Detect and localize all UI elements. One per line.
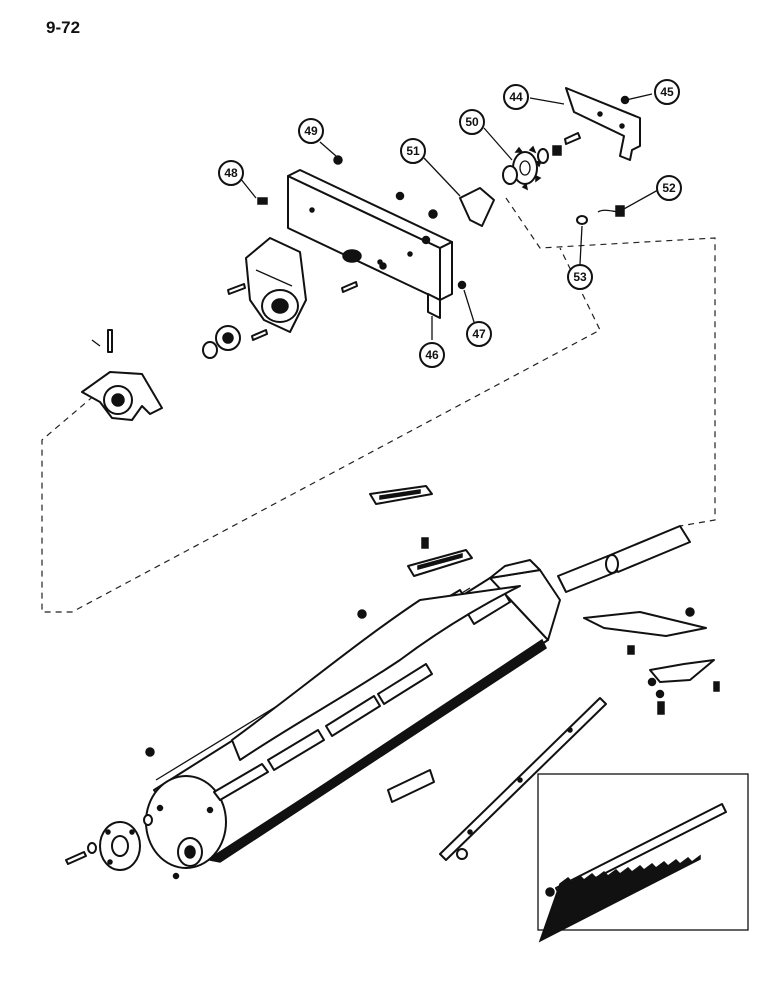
paddle-middle-teeth bbox=[417, 553, 463, 570]
bolt-paddle bbox=[421, 537, 429, 549]
bearing-housing-plate bbox=[245, 237, 307, 333]
flange-bearing bbox=[81, 371, 163, 421]
link-52 bbox=[597, 205, 625, 217]
callout-47-label: 47 bbox=[472, 327, 486, 341]
nut-drum-top bbox=[357, 609, 367, 619]
callout-44: 44 bbox=[503, 84, 529, 110]
paddle-upper-teeth bbox=[379, 489, 421, 500]
bolt-side-c bbox=[657, 701, 665, 715]
pin bbox=[91, 339, 101, 347]
inset-detail bbox=[537, 773, 749, 943]
leader-lines bbox=[239, 93, 659, 340]
callout-46: 46 bbox=[419, 342, 445, 368]
long-bolt bbox=[107, 329, 113, 353]
nut-47 bbox=[457, 280, 467, 290]
sprocket-50 bbox=[508, 145, 543, 191]
drive-shaft bbox=[557, 525, 691, 593]
nut-50 bbox=[552, 145, 562, 156]
nut-side-c bbox=[655, 689, 665, 699]
drum-spiral bbox=[231, 585, 521, 761]
bolt-48 bbox=[257, 197, 268, 205]
nut-frame-b bbox=[428, 209, 438, 219]
nut-frame-d bbox=[379, 262, 387, 270]
knife-bar bbox=[439, 697, 607, 861]
nut-frame-a bbox=[395, 191, 405, 201]
nut-drum-end bbox=[145, 747, 155, 757]
washer-50b bbox=[537, 148, 549, 164]
end-hub bbox=[99, 821, 141, 871]
callout-52-label: 52 bbox=[662, 181, 676, 195]
knife-bracket bbox=[387, 769, 435, 803]
washer-50a bbox=[502, 165, 518, 185]
callout-53-label: 53 bbox=[573, 270, 587, 284]
hub-washer bbox=[143, 814, 153, 826]
hub-washer-left bbox=[87, 842, 97, 854]
bolt-side-b bbox=[713, 681, 720, 692]
callout-50: 50 bbox=[459, 109, 485, 135]
callout-51-label: 51 bbox=[406, 144, 420, 158]
side-plate-lower bbox=[649, 659, 715, 683]
nut-49 bbox=[333, 155, 343, 165]
callout-52: 52 bbox=[656, 175, 682, 201]
nut-side-a bbox=[685, 607, 695, 617]
hub-bolt bbox=[65, 851, 87, 865]
callout-49-label: 49 bbox=[304, 124, 318, 138]
callout-45: 45 bbox=[654, 79, 680, 105]
callout-48-label: 48 bbox=[224, 166, 238, 180]
callout-46-label: 46 bbox=[425, 348, 439, 362]
callout-45-label: 45 bbox=[660, 85, 674, 99]
bolt-side-a bbox=[627, 645, 635, 655]
callout-47: 47 bbox=[466, 321, 492, 347]
page-number: 9-72 bbox=[46, 18, 81, 37]
bolt-housing-a bbox=[227, 283, 246, 295]
nut-frame-c bbox=[421, 235, 431, 245]
callout-50-label: 50 bbox=[465, 115, 479, 129]
side-plate-upper bbox=[583, 611, 707, 637]
callout-51: 51 bbox=[400, 138, 426, 164]
callout-44-label: 44 bbox=[509, 90, 523, 104]
bolt-housing-b bbox=[251, 329, 268, 341]
callout-49: 49 bbox=[298, 118, 324, 144]
bolt-frame bbox=[341, 281, 358, 293]
dashed-assembly-line bbox=[41, 197, 716, 613]
frame-46 bbox=[287, 169, 453, 319]
bearing-bore bbox=[222, 332, 234, 344]
nut-53 bbox=[576, 215, 588, 225]
bracket-51 bbox=[459, 187, 495, 227]
callout-48: 48 bbox=[218, 160, 244, 186]
nut-side-b bbox=[647, 677, 657, 687]
bolt-50 bbox=[564, 132, 581, 145]
callout-53: 53 bbox=[567, 264, 593, 290]
bracket-44 bbox=[565, 87, 641, 161]
bearing-washer bbox=[202, 341, 218, 359]
